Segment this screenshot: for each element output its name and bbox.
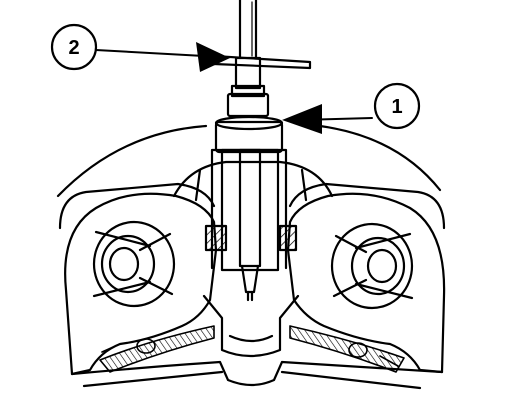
hatched-details <box>99 325 405 373</box>
callout-number: 1 <box>391 96 402 118</box>
callout-circle <box>50 23 98 71</box>
callout-circle <box>373 82 421 130</box>
tool-rod <box>238 148 262 268</box>
arrowheads <box>196 42 322 134</box>
arrowhead-1 <box>282 104 322 134</box>
housing-body <box>58 182 446 390</box>
callout-number: 2 <box>68 37 79 59</box>
special-tool <box>212 0 312 302</box>
right-pulley <box>330 222 414 310</box>
outer-arc <box>56 124 208 198</box>
arrowhead-2 <box>196 42 230 72</box>
callout-1: 1 <box>373 82 421 130</box>
tool-sleeve-collar <box>214 120 284 154</box>
tool-nut <box>226 92 270 118</box>
left-pulley <box>92 220 176 308</box>
center-bore <box>172 148 334 358</box>
callout-2: 2 <box>50 23 98 71</box>
tool-shaft <box>238 0 258 60</box>
tool-sleeve <box>220 148 280 272</box>
leader-line-2 <box>95 49 205 57</box>
